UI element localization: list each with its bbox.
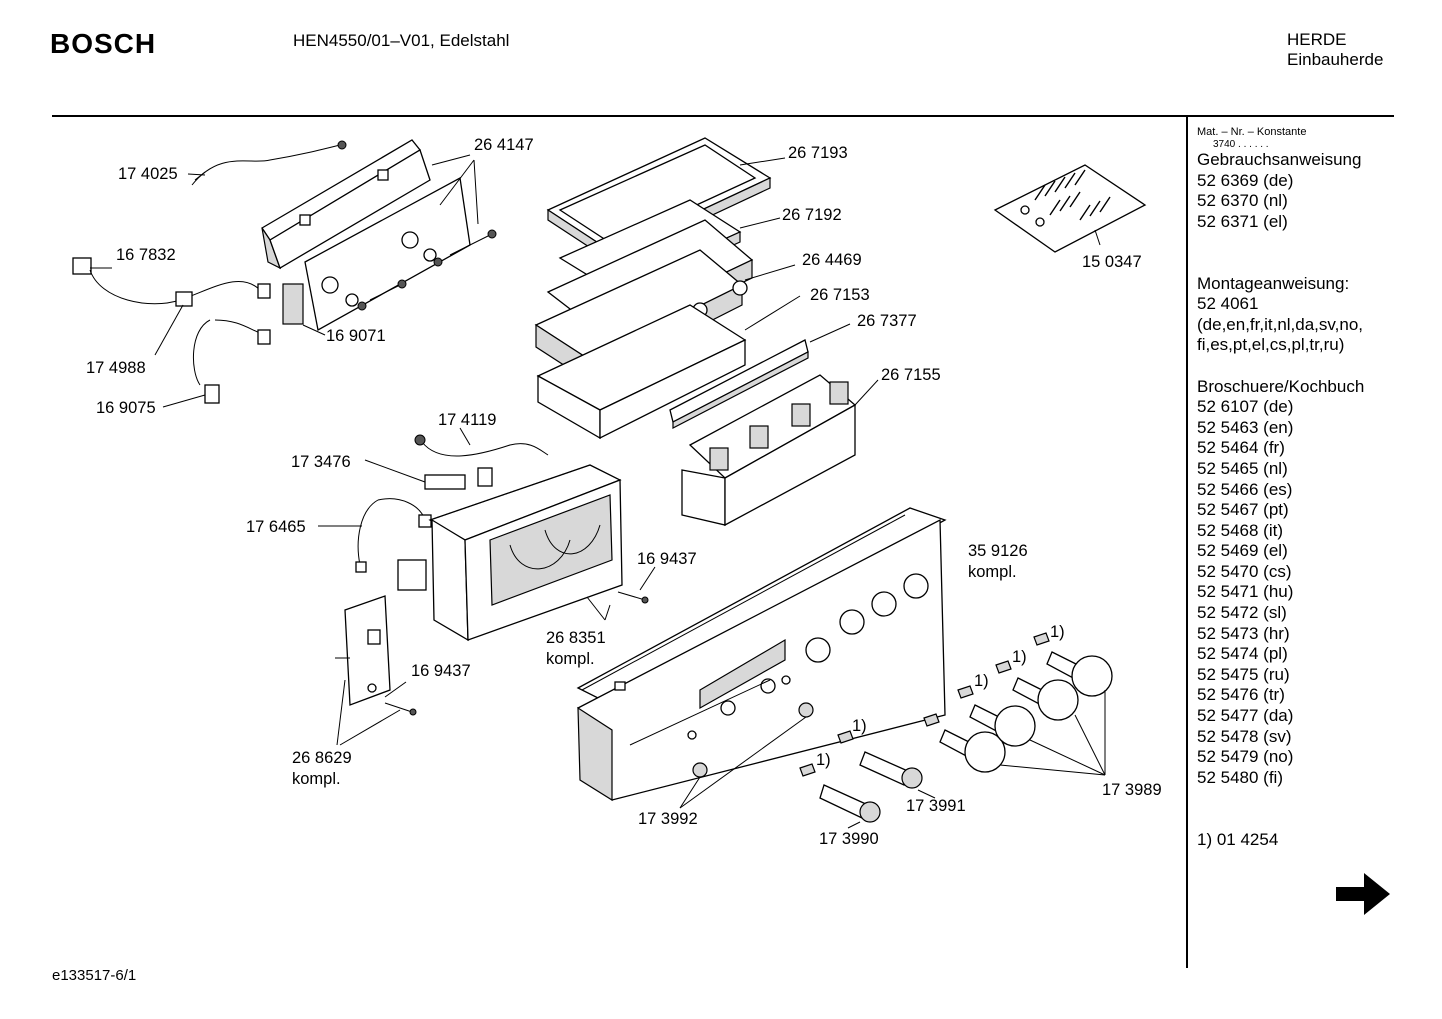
part-label: 26 4469 <box>802 251 862 269</box>
part-label: 17 3991 <box>906 797 966 815</box>
doc-line: 52 5465 (nl) <box>1197 458 1288 478</box>
doc-line: 52 5475 (ru) <box>1197 664 1290 684</box>
doc-line: 52 5468 (it) <box>1197 520 1283 540</box>
part-label: 17 4988 <box>86 359 146 377</box>
part-label: kompl. <box>292 770 341 788</box>
doc-line: 52 5467 (pt) <box>1197 500 1289 520</box>
model-title: HEN4550/01–V01, Edelstahl <box>293 31 510 50</box>
part-label: kompl. <box>968 563 1017 581</box>
next-page-arrow-icon[interactable] <box>1336 873 1392 915</box>
housing-part <box>536 304 747 440</box>
footnote-marker: 1) <box>974 672 989 690</box>
doc-line: 52 5478 (sv) <box>1197 726 1292 746</box>
part-label: 17 4119 <box>438 411 496 429</box>
screw-bag-part <box>993 164 1147 253</box>
part-label: 26 7155 <box>881 366 941 384</box>
part-label: 26 7153 <box>810 286 870 304</box>
knob-shaft-part <box>819 751 923 823</box>
control-cover-part <box>261 139 497 332</box>
sidebar-divider <box>1186 117 1188 968</box>
document-id: e133517-6/1 <box>52 967 137 984</box>
electronic-module-part <box>397 464 623 642</box>
doc-line: 52 5477 (da) <box>1197 706 1294 726</box>
part-label: 16 9437 <box>411 662 471 680</box>
footnote-marker: 1) <box>1050 623 1065 641</box>
doc-line: Montageanweisung: <box>1197 273 1350 293</box>
part-label: 17 3990 <box>819 830 879 848</box>
doc-line: 52 5480 (fi) <box>1197 767 1283 787</box>
doc-line: 52 5464 (fr) <box>1197 438 1285 458</box>
header-divider <box>52 115 1394 117</box>
footnote-marker: 1) <box>1012 648 1027 666</box>
part-label: 26 7377 <box>857 312 917 330</box>
brand-logo: BOSCH <box>50 28 157 59</box>
doc-line: 52 6370 (nl) <box>1197 191 1288 211</box>
doc-line: Gebrauchsanweisung <box>1197 150 1362 169</box>
category-subline: Einbauherde <box>1287 50 1384 69</box>
doc-line: 52 5466 (es) <box>1197 479 1293 499</box>
category-line: HERDE <box>1287 30 1347 49</box>
footnote-marker: 1) <box>852 717 867 735</box>
front-panel-part[interactable] <box>576 507 947 802</box>
doc-line: Broschuere/Kochbuch <box>1197 376 1365 396</box>
part-label: 16 9437 <box>637 550 697 568</box>
doc-line: 52 5476 (tr) <box>1197 685 1285 705</box>
doc-line: 52 5470 (cs) <box>1197 561 1292 581</box>
doc-line: 52 5479 (no) <box>1197 747 1294 767</box>
doc-line: 52 5469 (el) <box>1197 541 1288 561</box>
part-label: 17 3476 <box>291 453 351 471</box>
category-block: HERDE Einbauherde <box>1287 30 1383 70</box>
doc-line: 52 5474 (pl) <box>1197 644 1288 664</box>
part-label: 17 6465 <box>246 518 306 536</box>
display-module-part <box>681 374 857 527</box>
part-label: 17 4025 <box>118 165 178 183</box>
doc-line: fi,es,pt,el,cs,pl,tr,ru) <box>1197 335 1345 355</box>
doc-line: 52 5463 (en) <box>1197 417 1294 437</box>
doc-line: 52 5472 (sl) <box>1197 603 1287 623</box>
part-label: kompl. <box>546 650 595 668</box>
doc-line: 52 6371 (el) <box>1197 211 1288 231</box>
bracket-part <box>335 595 391 706</box>
doc-line: 52 6107 (de) <box>1197 397 1294 417</box>
part-label: 16 9071 <box>326 327 386 345</box>
part-label: 26 8351 <box>546 629 606 647</box>
doc-line: (de,en,fr,it,nl,da,sv,no, <box>1197 314 1363 334</box>
part-label: 26 7192 <box>782 206 842 224</box>
part-label: 35 9126 <box>968 542 1028 560</box>
doc-line: 52 4061 <box>1197 294 1259 314</box>
footnote: 1) 01 4254 <box>1197 829 1279 849</box>
part-label: 26 8629 <box>292 749 352 767</box>
part-label: 17 3989 <box>1102 781 1162 799</box>
part-label: 16 9075 <box>96 399 156 417</box>
footnote-marker: 1) <box>816 751 831 769</box>
exploded-parts-diagram: 17 4025 26 4147 26 7193 26 7192 26 4469 … <box>72 136 1162 848</box>
material-number-heading: Mat. – Nr. – Konstante <box>1197 126 1307 138</box>
control-knob-part[interactable] <box>939 651 1113 773</box>
part-label: 17 3992 <box>638 810 698 828</box>
doc-line: 52 6369 (de) <box>1197 170 1294 190</box>
part-label: 16 7832 <box>116 246 176 264</box>
doc-line: 52 5473 (hr) <box>1197 623 1290 643</box>
material-number-value: 3740 . . . . . . <box>1213 139 1269 150</box>
part-label: 26 7193 <box>788 144 848 162</box>
doc-line: 52 5471 (hu) <box>1197 582 1294 602</box>
part-label: 15 0347 <box>1082 253 1142 271</box>
documentation-sidebar: Mat. – Nr. – Konstante 3740 . . . . . . … <box>1197 125 1364 850</box>
part-label: 26 4147 <box>474 136 534 154</box>
